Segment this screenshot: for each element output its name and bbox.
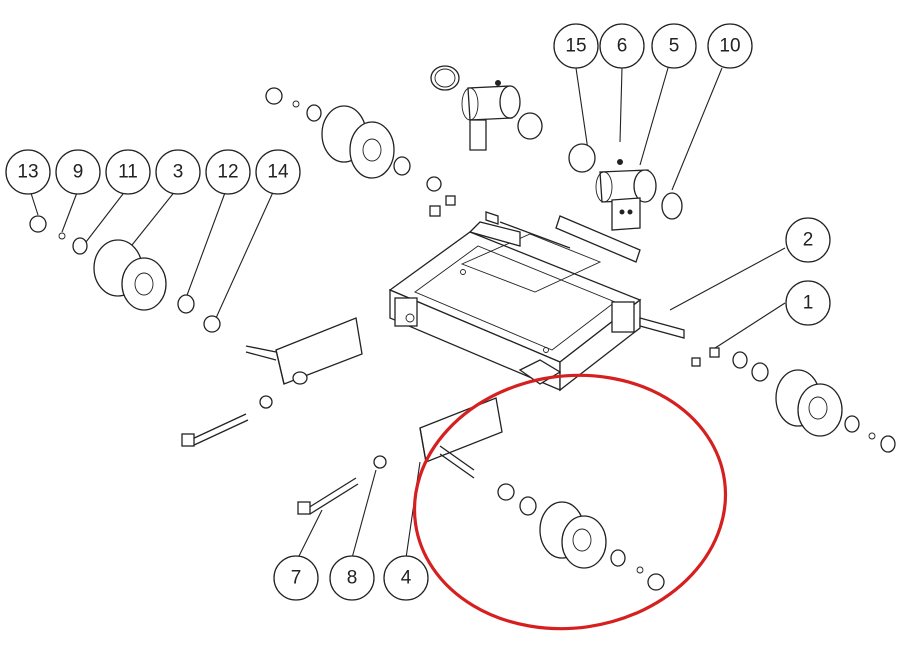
right-wheel-set bbox=[691, 347, 896, 453]
callout-4: 4 bbox=[383, 555, 429, 601]
callout-11: 11 bbox=[105, 149, 151, 195]
callout-8: 8 bbox=[329, 555, 375, 601]
callout-13: 13 bbox=[5, 149, 51, 195]
svg-text:1: 1 bbox=[803, 293, 814, 314]
svg-text:8: 8 bbox=[347, 568, 358, 589]
callout-9: 9 bbox=[55, 149, 101, 195]
svg-text:15: 15 bbox=[565, 36, 586, 57]
svg-text:12: 12 bbox=[217, 162, 238, 183]
svg-text:14: 14 bbox=[267, 162, 289, 183]
svg-text:11: 11 bbox=[118, 162, 138, 183]
upper-wheel-set bbox=[265, 87, 456, 217]
svg-text:6: 6 bbox=[617, 36, 628, 57]
highlight-circle bbox=[412, 373, 728, 631]
callout-3: 3 bbox=[155, 149, 201, 195]
callout-5: 5 bbox=[651, 23, 697, 69]
upper-pivot-sleeve bbox=[430, 65, 543, 151]
callout-7: 7 bbox=[273, 555, 319, 601]
svg-text:7: 7 bbox=[291, 568, 302, 589]
callout-6: 6 bbox=[599, 23, 645, 69]
left-axle-arm bbox=[181, 317, 363, 447]
svg-text:9: 9 bbox=[73, 162, 84, 183]
pivot-sleeve-assembly bbox=[568, 143, 683, 231]
left-wheel-set bbox=[29, 215, 221, 333]
callout-2: 2 bbox=[785, 217, 831, 263]
callout-12: 12 bbox=[205, 149, 251, 195]
svg-text:2: 2 bbox=[803, 230, 814, 251]
svg-text:5: 5 bbox=[669, 36, 680, 57]
callout-1: 1 bbox=[785, 280, 831, 326]
svg-text:10: 10 bbox=[719, 36, 740, 57]
callout-15: 15 bbox=[553, 23, 599, 69]
leader-lines bbox=[29, 67, 786, 559]
lower-wheel-set bbox=[497, 483, 665, 591]
callout-14: 14 bbox=[255, 149, 301, 195]
lower-axle-arm bbox=[297, 397, 503, 515]
svg-text:3: 3 bbox=[173, 162, 184, 183]
callout-10: 10 bbox=[707, 23, 753, 69]
svg-text:13: 13 bbox=[17, 162, 38, 183]
svg-text:4: 4 bbox=[401, 568, 412, 589]
main-frame bbox=[388, 211, 685, 392]
